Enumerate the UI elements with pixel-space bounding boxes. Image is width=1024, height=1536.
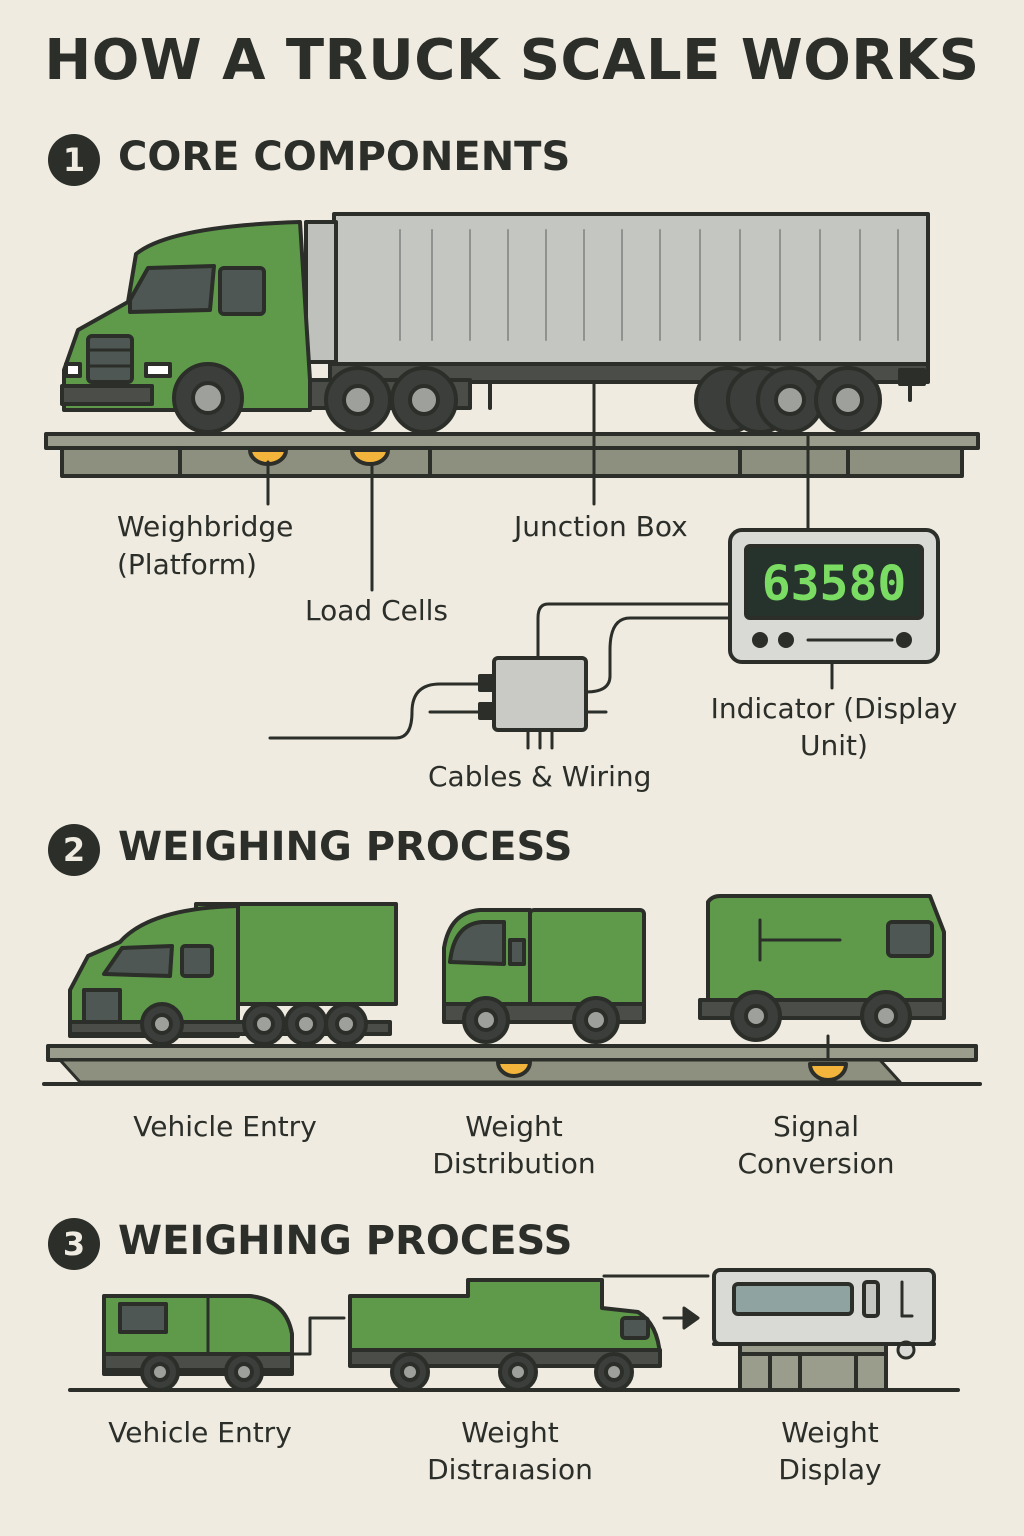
section-2-truck-2-icon: [442, 908, 646, 1044]
page-title: HOW A TRUCK SCALE WORKS: [44, 28, 980, 93]
section-1-number-badge: 1: [48, 134, 100, 186]
step-3-3-label-line2: Display: [778, 1453, 882, 1486]
step-3-3-label-line1: Weight: [781, 1416, 879, 1449]
label-cables-wiring: Cables & Wiring: [428, 760, 652, 793]
indicator-display-unit-icon: [728, 528, 940, 664]
section-2-truck-1-icon: [68, 902, 398, 1046]
step-2-2-label-line1: Weight: [465, 1110, 563, 1143]
section-2-truck-3-icon: [698, 894, 946, 1042]
section-3-truck-1-icon: [102, 1294, 294, 1392]
step-3-2-label-line2: Distraıasion: [427, 1453, 593, 1486]
step-2-1-label-line1: Vehicle Entry: [133, 1110, 317, 1143]
step-3-2-label-line1: Weight: [461, 1416, 559, 1449]
label-weighbridge-line2: (Platform): [117, 548, 257, 581]
section-2-platform: [42, 1034, 982, 1086]
step-2-3-label-line1: Signal: [772, 1110, 859, 1143]
section-3-number-badge: 3: [48, 1218, 100, 1270]
trailer-icon: [304, 212, 930, 410]
section-3-connector-line: [292, 1316, 346, 1356]
weight-display-terminal-icon: [712, 1268, 936, 1392]
section-1-title: CORE COMPONENTS: [118, 134, 571, 180]
label-indicator-line2: Unit): [800, 729, 868, 762]
section-2-number-badge: 2: [48, 824, 100, 876]
step-3-1-label-line1: Vehicle Entry: [108, 1416, 292, 1449]
truck-wheels-icon: [172, 362, 882, 434]
label-junction-box: Junction Box: [514, 510, 688, 543]
cables-wiring-icon: [268, 602, 732, 750]
section-3-arrow-icon: [602, 1274, 710, 1330]
label-weighbridge-line1: Weighbridge: [117, 510, 294, 543]
load-cell-icon: [248, 448, 390, 466]
indicator-reading: 63580: [762, 556, 907, 612]
section-2-title: WEIGHING PROCESS: [118, 824, 573, 870]
label-load-cells: Load Cells: [305, 594, 448, 627]
section-3-title: WEIGHING PROCESS: [118, 1218, 573, 1264]
section-3-truck-2-icon: [348, 1278, 662, 1392]
step-2-3-label-line2: Conversion: [737, 1147, 895, 1180]
weighbridge-platform: [44, 432, 980, 478]
junction-box-icon: [478, 656, 588, 732]
label-indicator-line1: Indicator (Display: [710, 692, 958, 725]
label-leader-lines: [266, 380, 834, 690]
step-2-2-label-line2: Distribution: [432, 1147, 596, 1180]
